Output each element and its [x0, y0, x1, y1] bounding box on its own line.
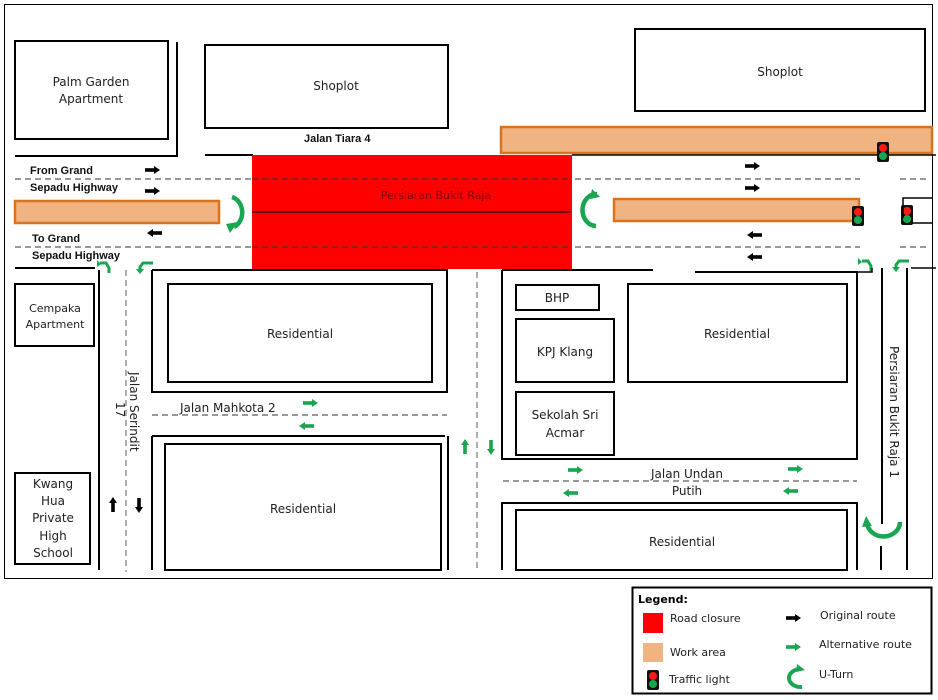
u-turn-icon [862, 516, 903, 539]
work-area-left [13, 199, 221, 225]
traffic-light-icon [852, 206, 864, 226]
legend-road-closure-swatch [643, 613, 663, 633]
legend-traffic-light-icon [647, 670, 659, 690]
turn-arrow-head [858, 258, 862, 265]
residential-1-label: Residential [267, 327, 333, 341]
cempaka-label-2: Apartment [26, 318, 86, 331]
u-turn-icon [226, 194, 245, 233]
persiaran-bukit-raja-label: Persiaran Bukit Raja [381, 189, 491, 202]
jalan-tiara-label: Jalan Tiara 4 [304, 133, 371, 145]
kwang-hua-label-5: School [33, 546, 73, 560]
legend-u-turn-label: U-Turn [819, 668, 853, 681]
legend-work-area-label: Work area [670, 646, 726, 659]
u-turn-icon [580, 189, 600, 229]
palm-garden-label-2: Apartment [59, 92, 123, 106]
residential-2-label: Residential [270, 502, 336, 516]
shoplot-left-label: Shoplot [313, 79, 359, 93]
shoplot-right-label: Shoplot [757, 65, 803, 79]
residential-4-label: Residential [649, 535, 715, 549]
residential-3-label: Residential [704, 327, 770, 341]
building-shoplot-right: Shoplot [634, 28, 926, 112]
persiaran-bukit-raja-1-label: Persiaran Bukit Raja 1 [887, 346, 901, 478]
legend-traffic-light-label: Traffic light [668, 673, 731, 686]
road-closure: Persiaran Bukit Raja [252, 155, 572, 269]
legend-alternative-route-label: Alternative route [819, 638, 912, 651]
jalan-undan-label-1: Jalan Undan [650, 467, 723, 481]
jalan-serindit-label: Jalan Serindit 17 [113, 371, 141, 452]
kwang-hua-label-2: Hua [41, 494, 65, 508]
cempaka-label-1: Cempaka [29, 302, 81, 315]
palm-garden-label-1: Palm Garden [53, 75, 130, 89]
jalan-serindit-label-2: 17 [113, 402, 127, 417]
jalan-undan-label-2: Putih [672, 484, 702, 498]
work-area-top [499, 125, 934, 155]
traffic-light-icon [877, 142, 889, 162]
sekolah-label-1: Sekolah Sri [532, 408, 599, 422]
building-sekolah: Sekolah Sri Acmar [515, 391, 615, 456]
building-residential-4: Residential [515, 509, 848, 571]
jalan-mahkota-label: Jalan Mahkota 2 [179, 401, 276, 415]
to-grand-label-1: To Grand [32, 233, 80, 245]
kwang-hua-label-4: High [39, 529, 67, 543]
legend-title: Legend: [638, 593, 688, 606]
building-residential-1: Residential [167, 283, 433, 383]
turn-arrow-head [97, 260, 101, 267]
building-cempaka: Cempaka Apartment [14, 283, 95, 347]
kwang-hua-label-3: Private [32, 511, 74, 525]
to-grand-label-2: Sepadu Highway [32, 250, 121, 262]
legend-original-route-label: Original route [820, 609, 896, 622]
from-grand-label-2: Sepadu Highway [30, 182, 119, 194]
building-bhp: BHP [515, 284, 600, 311]
building-kwang-hua: Kwang Hua Private High School [14, 472, 91, 565]
legend-work-area-swatch [643, 643, 663, 662]
building-kpj: KPJ Klang [515, 318, 615, 383]
building-palm-garden: Palm Garden Apartment [14, 40, 169, 140]
turn-arrow-head [892, 267, 900, 272]
building-shoplot-left: Shoplot [204, 44, 449, 129]
work-area-right [612, 197, 861, 223]
from-grand-label-1: From Grand [30, 165, 93, 177]
legend-u-turn-icon [787, 664, 805, 690]
jalan-serindit-label-1: Jalan Serindit [127, 371, 141, 452]
kwang-hua-label-1: Kwang [33, 477, 73, 491]
kpj-label: KPJ Klang [537, 345, 593, 359]
building-residential-2: Residential [164, 443, 442, 571]
legend: Legend: Road closure Work area Traffic l… [631, 586, 933, 695]
bhp-label: BHP [545, 291, 570, 305]
legend-road-closure-label: Road closure [670, 612, 741, 625]
turn-arrow-head [136, 269, 144, 274]
sekolah-label-2: Acmar [546, 426, 585, 440]
building-residential-3: Residential [627, 283, 848, 383]
